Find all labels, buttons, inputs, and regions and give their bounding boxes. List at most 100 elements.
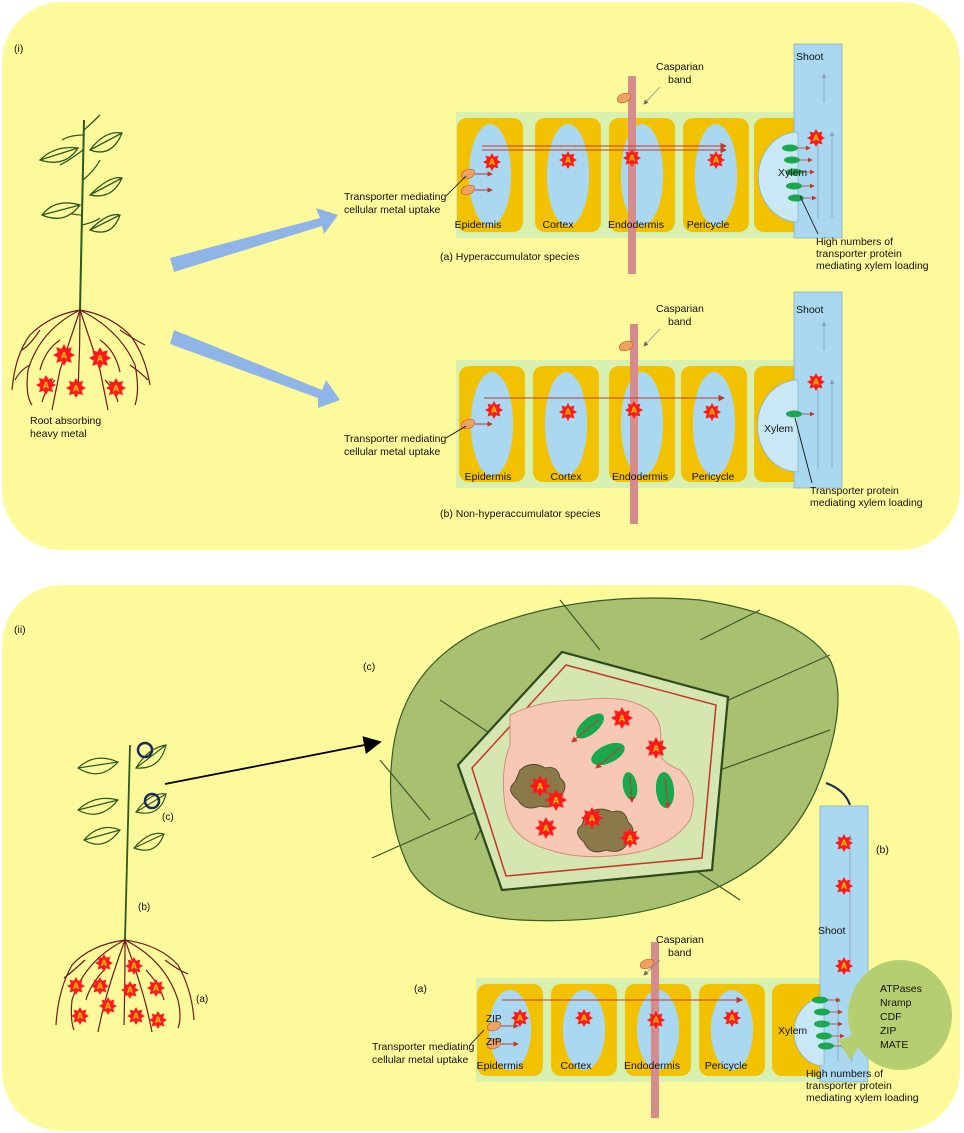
tonoplast-transporter	[655, 772, 675, 808]
metal-symbol: A	[631, 405, 638, 415]
star-shape	[703, 403, 721, 421]
star-shape	[835, 834, 853, 852]
metal-ion-star: A	[645, 737, 667, 759]
star-shape	[647, 1011, 665, 1029]
metal-symbol: A	[127, 985, 134, 995]
metal-symbol: A	[517, 1013, 524, 1023]
xylem-loading-transporter	[786, 182, 802, 190]
cell-vacuole-3	[692, 372, 736, 476]
metal-ion-star: A	[807, 129, 825, 147]
star-shape	[559, 151, 577, 169]
metal-symbol: A	[653, 1015, 660, 1025]
metal-ion-star: A	[835, 877, 853, 895]
metal-symbol: A	[101, 958, 108, 968]
transporter-1: ATPases	[880, 983, 922, 995]
plant-illustration-ii	[76, 744, 167, 941]
zoom-arrow	[164, 736, 382, 785]
metal-ion-star: A	[127, 1007, 145, 1025]
zip-label-2: ZIP	[486, 1037, 502, 1048]
metal-symbol: A	[155, 1015, 162, 1025]
metal-symbol: A	[813, 377, 820, 387]
metal-symbol: A	[73, 981, 80, 991]
star-shape	[71, 1007, 89, 1025]
plant-label-b: (b)	[138, 902, 150, 913]
cell-label-cortex-c: Cortex	[561, 1060, 593, 1072]
loading-label-a-3: mediating xylem loading	[816, 260, 929, 272]
cell-label-endodermis-b: Endodermis	[612, 471, 668, 483]
cell-vacuole-3	[710, 990, 754, 1070]
metal-symbol: A	[97, 354, 104, 364]
leaf-highlight-circle-top	[136, 741, 154, 759]
metal-ion-star: A	[620, 828, 640, 848]
star-shape	[835, 877, 853, 895]
metal-ion-star: A	[559, 403, 577, 421]
metal-ion-star: A	[66, 378, 86, 398]
leaf-connector	[825, 782, 851, 806]
leaf-label: (c)	[363, 661, 375, 673]
metal-ion-star: A	[545, 789, 567, 811]
star-shape	[53, 344, 75, 366]
star-shape	[485, 401, 503, 419]
metal-symbol: A	[105, 1001, 112, 1011]
metal-symbol: A	[565, 407, 572, 417]
sequestration-arrow	[664, 777, 671, 809]
cell-label-cortex-a: Cortex	[543, 219, 575, 231]
loading-label-c-1: High numbers of	[806, 1068, 883, 1080]
metal-ion-star: A	[71, 1007, 89, 1025]
flow-arrows-i	[170, 208, 340, 408]
metal-ion-star: A	[707, 151, 725, 169]
caption-a: (a) Hyperaccumulator species	[440, 251, 579, 263]
metal-ion-star: A	[535, 817, 557, 839]
uptake-transporter	[460, 168, 476, 180]
metal-ion-star: A	[91, 977, 109, 995]
star-shape	[807, 373, 825, 391]
metal-ion-star: A	[647, 1011, 665, 1029]
uptake-transporter	[460, 184, 476, 196]
star-shape	[149, 1011, 167, 1029]
metal-symbol: A	[581, 1013, 588, 1023]
metal-symbol: A	[653, 744, 660, 754]
uptake-label-c-2: cellular metal uptake	[372, 1054, 468, 1066]
cell-label-cortex-b: Cortex	[551, 471, 583, 483]
xylem-loading-transporter	[786, 168, 802, 176]
metal-ion-star: A	[147, 979, 165, 997]
star-shape	[125, 957, 143, 975]
metal-symbol: A	[841, 881, 848, 891]
metal-symbol: A	[113, 383, 120, 393]
metal-symbol: A	[565, 155, 572, 165]
star-shape	[66, 378, 86, 398]
shoot-label-b: Shoot	[796, 304, 824, 316]
cell-vacuole-3	[694, 124, 738, 226]
star-shape	[625, 401, 643, 419]
loading-label-b-2: mediating xylem loading	[810, 497, 923, 509]
metal-ion-star: A	[835, 957, 853, 975]
metal-ion-star: A	[125, 957, 143, 975]
star-shape	[707, 151, 725, 169]
transporter-4: ZIP	[880, 1025, 896, 1037]
cell-label-epidermis-b: Epidermis	[465, 471, 512, 483]
uptake-transporter	[618, 340, 634, 352]
metal-symbol: A	[841, 838, 848, 848]
transporter-2: Nramp	[880, 997, 912, 1009]
metal-ion-star: A	[67, 977, 85, 995]
xylem-loading-transporter	[816, 1032, 832, 1040]
casparian-label-b-2: band	[668, 316, 692, 328]
metal-ion-star: A	[106, 378, 126, 398]
shoot-label-c: Shoot	[818, 925, 846, 937]
star-shape	[807, 129, 825, 147]
star-shape	[511, 1009, 529, 1027]
cell-label-endodermis-c: Endodermis	[624, 1060, 680, 1072]
metal-ion-star: A	[703, 403, 721, 421]
metal-symbol: A	[709, 407, 716, 417]
star-shape	[483, 153, 501, 171]
loading-label-a-2: transporter protein	[816, 248, 902, 260]
cell-label-epidermis-a: Epidermis	[455, 219, 502, 231]
metal-symbol: A	[131, 961, 138, 971]
metal-ion-star: A	[36, 375, 56, 395]
star-shape	[91, 977, 109, 995]
xylem-label-b: Xylem	[764, 423, 793, 435]
